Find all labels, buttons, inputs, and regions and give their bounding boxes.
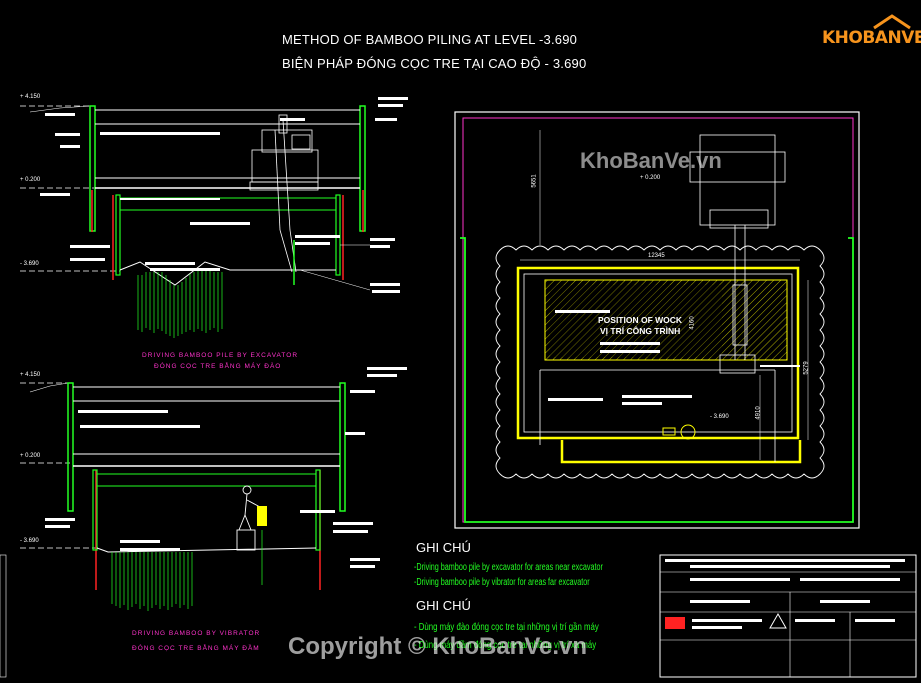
section-excavator (20, 105, 371, 338)
note-line-3: - Dùng máy đào đóng cọc tre tại những vị… (414, 622, 599, 633)
notes-heading-vi: GHI CHÚ (416, 598, 471, 613)
level-label-top-2: + 0.200 (20, 177, 41, 183)
section-vibrator (20, 382, 346, 611)
level-label-bottom-2: + 0.200 (20, 453, 41, 459)
plan-position-vi: VỊ TRÍ CÔNG TRÌNH (600, 326, 681, 336)
level-label-top-3: - 3.690 (20, 261, 39, 267)
caption-excavator-en: DRIVING BAMBOO PILE BY EXCAVATOR (142, 352, 299, 359)
caption-excavator-vi: ĐÓNG CỌC TRE BẰNG MÁY ĐÀO (154, 363, 282, 370)
caption-vibrator-vi: ĐÓNG CỌC TRE BẰNG MÁY ĐẦM (132, 645, 260, 652)
note-line-2: -Driving bamboo pile by vibrator for are… (414, 577, 590, 588)
drawing-title-vi: BIỆN PHÁP ĐÓNG CỌC TRE TẠI CAO ĐỘ - 3.69… (282, 56, 587, 71)
plan-dim-mid: 4160 (689, 316, 696, 330)
note-line-1: -Driving bamboo pile by excavator for ar… (414, 562, 603, 573)
note-line-4: - Dùng máy đầm đóng cọc tre tại những vị… (414, 640, 597, 651)
plan-dim-right2: 4910 (755, 406, 762, 420)
plan-view (454, 111, 860, 529)
plan-dim-left: 5651 (531, 174, 538, 188)
drawing-title-en: METHOD OF BAMBOO PILING AT LEVEL -3.690 (282, 32, 578, 47)
level-label-bottom-3: - 3.690 (20, 538, 39, 544)
plan-level-b: - 3.690 (710, 414, 729, 420)
logo-text: KHOBANVE (822, 28, 921, 48)
notes-heading-en: GHI CHÚ (416, 540, 471, 555)
annotation-bars (40, 97, 800, 568)
plan-position-en: POSITION OF WOCK (598, 315, 683, 325)
plan-level-a: + 0.200 (640, 175, 661, 181)
level-label-bottom-1: + 4.150 (20, 372, 41, 378)
watermark-center: KhoBanVe.vn (580, 148, 722, 173)
watermark-copyright: Copyright © KhoBanVe.vn (288, 633, 588, 660)
plan-dim-right: 5279 (803, 361, 810, 375)
caption-vibrator-en: DRIVING BAMBOO BY VIBRATOR (132, 630, 261, 637)
title-block (0, 554, 917, 678)
level-label-top-1: + 4.150 (20, 94, 41, 100)
plan-dim-top: 12345 (648, 253, 665, 259)
khobanve-logo: KHOBANVE (822, 14, 921, 54)
